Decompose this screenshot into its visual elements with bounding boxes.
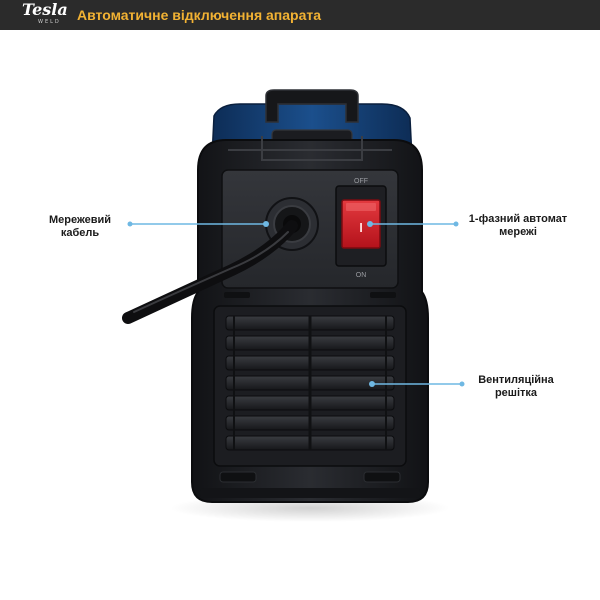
body-ridge <box>261 136 363 161</box>
ventilation-grille <box>225 315 395 451</box>
breaker-switch-mark: I <box>359 220 363 235</box>
callout-label-vent: Вентиляційна решітка <box>466 374 566 400</box>
callout-label-line: Вентиляційна <box>478 374 554 386</box>
header-bar: Tesla WELD Автоматичне відключення апара… <box>0 0 600 30</box>
callout-label-switch: 1-фазний автомат мережі <box>462 213 574 239</box>
callout-dot <box>263 221 269 227</box>
breaker-off-label: OFF <box>354 178 368 185</box>
mount-tab <box>224 292 250 298</box>
callout-label-line: кабель <box>60 227 100 239</box>
callout-label-line: мережі <box>499 226 537 238</box>
breaker-switch-shine <box>346 203 376 211</box>
callout-dot <box>453 221 459 227</box>
callout-label-cable: Мережевий кабель <box>44 214 116 240</box>
callout-label-line: 1-фазний автомат <box>468 213 568 225</box>
callout-dot <box>127 221 133 227</box>
callout-switch <box>367 221 459 227</box>
callout-label-line: Мережевий <box>48 214 112 226</box>
page-title: Автоматичне відключення апарата <box>77 7 322 23</box>
device-foot <box>219 471 257 483</box>
mount-tab <box>370 292 396 298</box>
power-cable-highlight <box>133 231 289 313</box>
device-foot <box>363 471 401 483</box>
callout-dot <box>369 381 375 387</box>
logo-text: Tesla <box>22 0 68 19</box>
brand-logo: Tesla WELD <box>22 0 68 29</box>
device-base-rim <box>200 488 420 498</box>
callout-dot <box>367 221 373 227</box>
callout-cable <box>127 221 269 227</box>
callout-vent <box>369 381 465 387</box>
breaker-on-label: ON <box>356 272 367 279</box>
logo-subtext: WELD <box>38 19 61 25</box>
device-photo: OFF ON I <box>122 89 465 522</box>
carry-handle <box>265 89 359 123</box>
callout-dot <box>459 381 465 387</box>
callout-label-line: решітка <box>494 387 538 399</box>
